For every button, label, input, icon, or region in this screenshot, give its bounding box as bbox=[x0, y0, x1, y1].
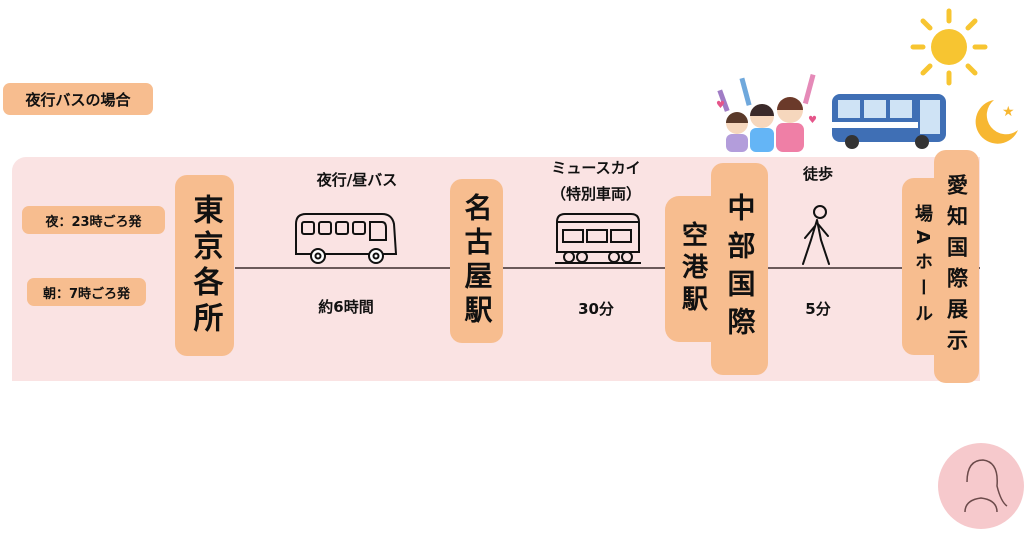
morning-departure: 朝：7時ごろ発 bbox=[27, 278, 146, 306]
moon-icon: ★ bbox=[975, 100, 1018, 144]
station-nagoya: 名古屋駅 bbox=[450, 179, 503, 343]
walking-person-icon bbox=[802, 205, 830, 265]
avatar bbox=[938, 443, 1024, 529]
sun-icon bbox=[910, 8, 988, 86]
leg-bus-duration: 約6時間 bbox=[318, 298, 374, 316]
train-icon bbox=[555, 213, 641, 264]
leg-train-duration: 30分 bbox=[578, 300, 614, 318]
bus-icon bbox=[295, 213, 398, 264]
leg-walk-duration: 5分 bbox=[805, 300, 831, 318]
leg-train-mode-sub: （特別車両） bbox=[550, 185, 642, 203]
city-bus-icon bbox=[832, 94, 946, 149]
case-label: 夜行バスの場合 bbox=[3, 83, 153, 115]
station-airport-line1: 中部国際 bbox=[711, 163, 768, 375]
leg-walk-mode: 徒歩 bbox=[802, 165, 834, 183]
svg-text:★: ★ bbox=[1002, 104, 1015, 120]
leg-train-mode: ミュースカイ bbox=[551, 159, 641, 177]
svg-text:♥: ♥ bbox=[808, 115, 817, 126]
leg-bus-mode: 夜行/昼バス bbox=[316, 171, 398, 189]
night-departure: 夜：23時ごろ発 bbox=[22, 206, 165, 234]
route-line bbox=[235, 267, 980, 269]
venue-line1: 愛知国際展示 bbox=[934, 150, 979, 383]
station-tokyo: 東京各所 bbox=[175, 175, 234, 356]
cheering-fans-icon: ♥♥ bbox=[716, 73, 817, 152]
svg-text:♥: ♥ bbox=[716, 100, 725, 111]
